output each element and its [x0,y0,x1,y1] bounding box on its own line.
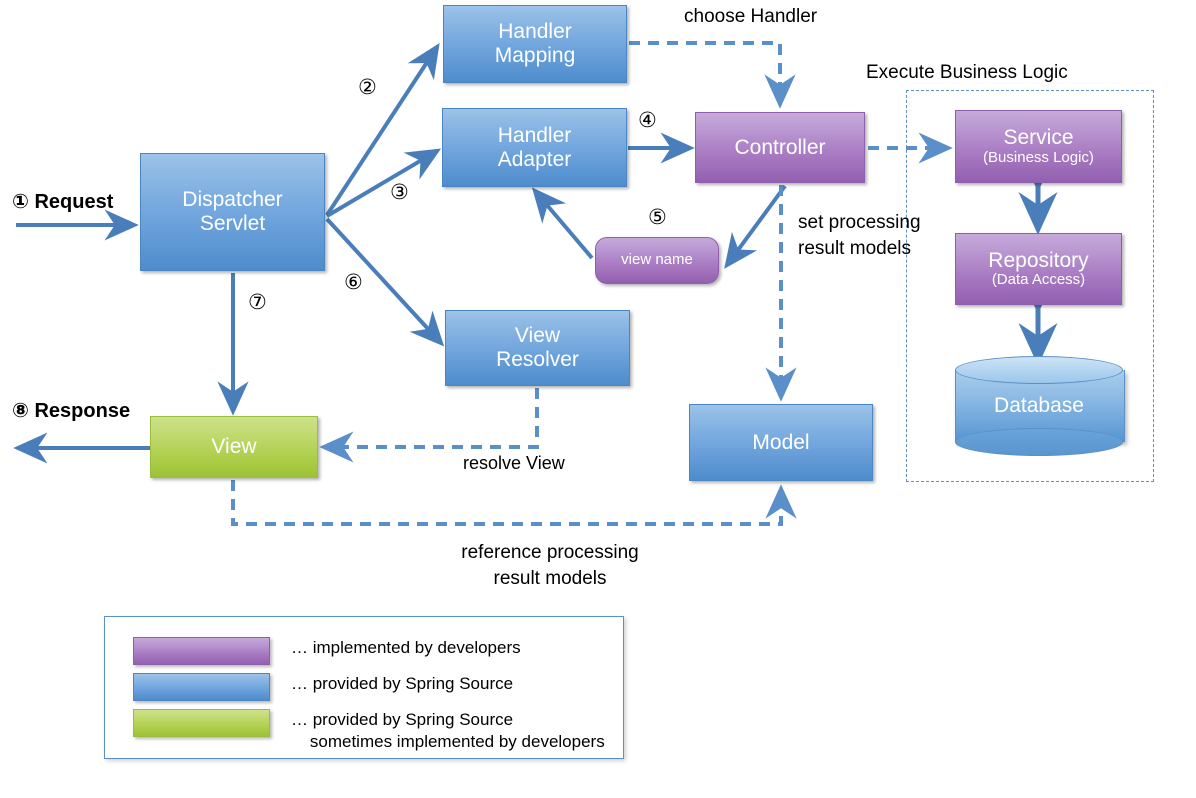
dashed-resolve-view [319,388,539,463]
service-line1: Service [1003,126,1074,150]
database-cylinder-bottom [955,428,1123,456]
step-number-4: ④ [638,109,657,132]
handler-adapter-line1: Handler [497,123,572,147]
node-handler-adapter[interactable]: Handler Adapter [442,108,627,187]
request-label: ① Request [12,191,114,213]
handler-mapping-line2: Mapping [494,44,576,67]
repository-line2: (Data Access) [991,271,1086,289]
set-processing-result-models-label: set processing result models [798,212,921,259]
dispatcher-servlet-line1: Dispatcher [182,188,283,212]
legend-item-implemented-by-developers: … implemented by developers [133,637,521,665]
node-handler-mapping[interactable]: Handler Mapping [443,5,627,83]
node-dispatcher-servlet[interactable]: Dispatcher Servlet [140,153,325,271]
handler-mapping-line1: Handler [498,20,572,44]
node-model[interactable]: Model [689,404,873,481]
arrow-2-dispatcher-to-handler-mapping [325,42,440,217]
resolve-view-label: resolve View [463,453,565,473]
view-label: View [211,435,257,459]
database-label: Database [994,394,1084,417]
step-number-5: ⑤ [648,206,667,229]
legend-swatch-green [133,709,270,737]
choose-handler-label: choose Handler [684,6,818,27]
dispatcher-servlet-line2: Servlet [199,212,266,235]
step-number-2: ② [358,76,377,99]
step-number-7: ⑦ [248,291,267,314]
controller-label: Controller [734,135,826,159]
handler-adapter-line2: Adapter [497,147,572,171]
arrow-5-controller-to-view-name [724,184,787,269]
legend-swatch-purple [133,637,270,665]
execute-business-logic-frame [906,90,1154,482]
legend-item-provided-by-spring-source: … provided by Spring Source [133,673,513,701]
node-view-name[interactable]: view name [595,237,719,284]
node-view[interactable]: View [150,416,318,478]
node-repository[interactable]: Repository (Data Access) [955,233,1122,305]
arrow-view-name-to-handler-adapter [531,187,594,260]
legend-panel: … implemented by developers … provided b… [104,616,624,759]
execute-business-logic-label: Execute Business Logic [866,62,1068,83]
database-cylinder-top [955,356,1123,384]
node-controller[interactable]: Controller [695,112,865,183]
legend-swatch-blue [133,673,270,701]
legend-item-provided-sometimes-implemented: … provided by Spring Source sometimes im… [133,709,605,753]
legend-label-0: … implemented by developers [291,638,521,657]
view-resolver-line1: View [514,324,561,348]
legend-label-1: … provided by Spring Source [291,674,514,693]
view-name-label: view name [621,251,693,269]
dashed-choose-handler [629,41,796,109]
node-database[interactable]: Database [955,356,1125,456]
response-label: ⑧ Response [12,400,131,422]
model-label: Model [752,430,810,454]
step-number-3: ③ [390,181,409,204]
node-service[interactable]: Service (Business Logic) [955,110,1122,183]
node-view-resolver[interactable]: View Resolver [445,310,630,386]
view-resolver-line2: Resolver [496,348,579,371]
repository-line1: Repository [988,248,1089,272]
arrow-3-dispatcher-to-handler-adapter [325,148,442,218]
reference-processing-result-models-label: reference processing result models [461,542,639,589]
dashed-reference-result-models [231,480,797,526]
legend-label-2: … provided by Spring Source sometimes im… [291,710,605,751]
service-line2: (Business Logic) [983,148,1094,166]
step-number-6: ⑥ [344,271,363,294]
